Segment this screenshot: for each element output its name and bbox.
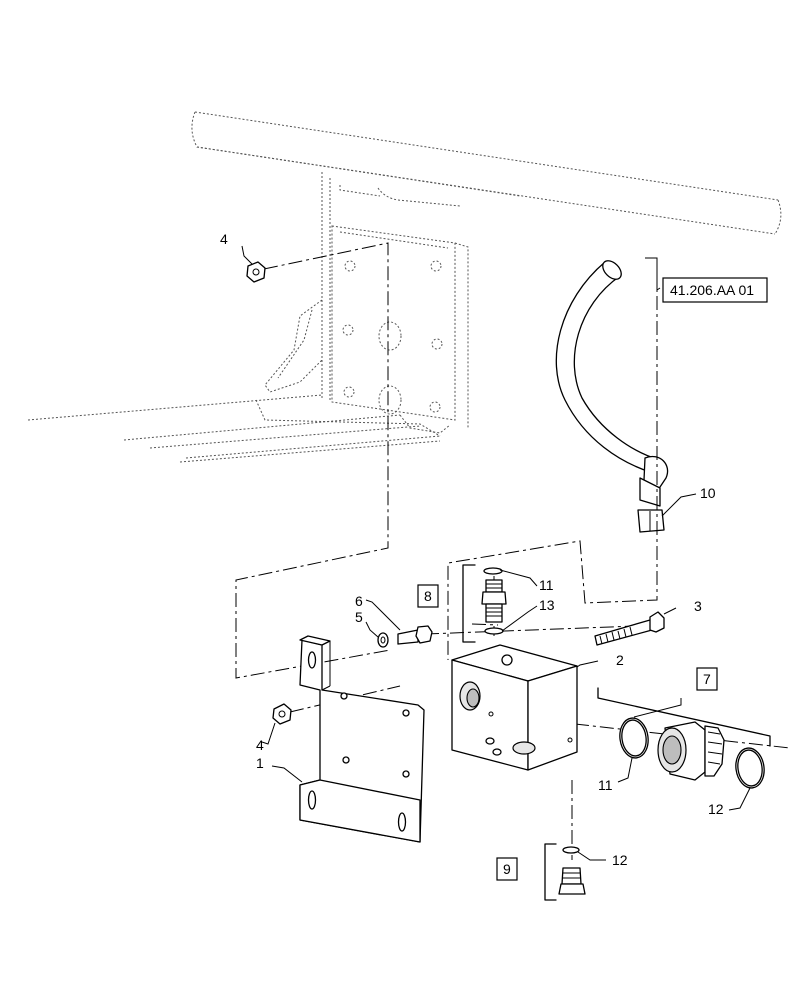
callout-7: 7	[703, 671, 711, 687]
callout-labels: 4 4 1 6 5 2 3 10 11 13 11 12 12 8 7 9 41…	[220, 231, 768, 881]
callout-11-upper: 11	[539, 577, 554, 593]
callout-1: 1	[256, 755, 264, 771]
plug-kit-item-9	[544, 843, 586, 901]
long-bolt-item-3	[594, 611, 665, 646]
callout-5: 5	[355, 609, 363, 625]
reference-label: 41.206.AA 01	[670, 282, 754, 298]
hex-nut-lower	[272, 703, 292, 725]
frame-structure	[27, 111, 782, 463]
callout-4-lower: 4	[256, 737, 264, 753]
callout-4-upper: 4	[220, 231, 228, 247]
hex-nut-upper	[246, 261, 266, 283]
callout-box-8	[417, 584, 439, 608]
callout-box-7	[696, 667, 718, 691]
callout-2: 2	[616, 652, 624, 668]
callout-10: 10	[700, 485, 716, 501]
callout-6: 6	[355, 593, 363, 609]
valve-block-item-2	[451, 644, 578, 771]
callout-11-lower: 11	[598, 777, 613, 793]
mounting-bracket-item-1	[299, 635, 425, 843]
reference-box	[662, 277, 768, 303]
callout-9: 9	[503, 861, 511, 877]
plug-kit-item-7	[597, 687, 771, 789]
fitting-kit-item-8	[462, 564, 507, 643]
callout-12-right: 12	[708, 801, 724, 817]
callout-box-9	[496, 857, 518, 881]
callout-8: 8	[424, 588, 432, 604]
leader-lines	[241, 245, 751, 861]
callout-13: 13	[539, 597, 555, 613]
hydraulic-hose	[555, 260, 669, 533]
callout-12-lower: 12	[612, 852, 628, 868]
bolt-item-6	[377, 625, 433, 648]
callout-3: 3	[694, 598, 702, 614]
